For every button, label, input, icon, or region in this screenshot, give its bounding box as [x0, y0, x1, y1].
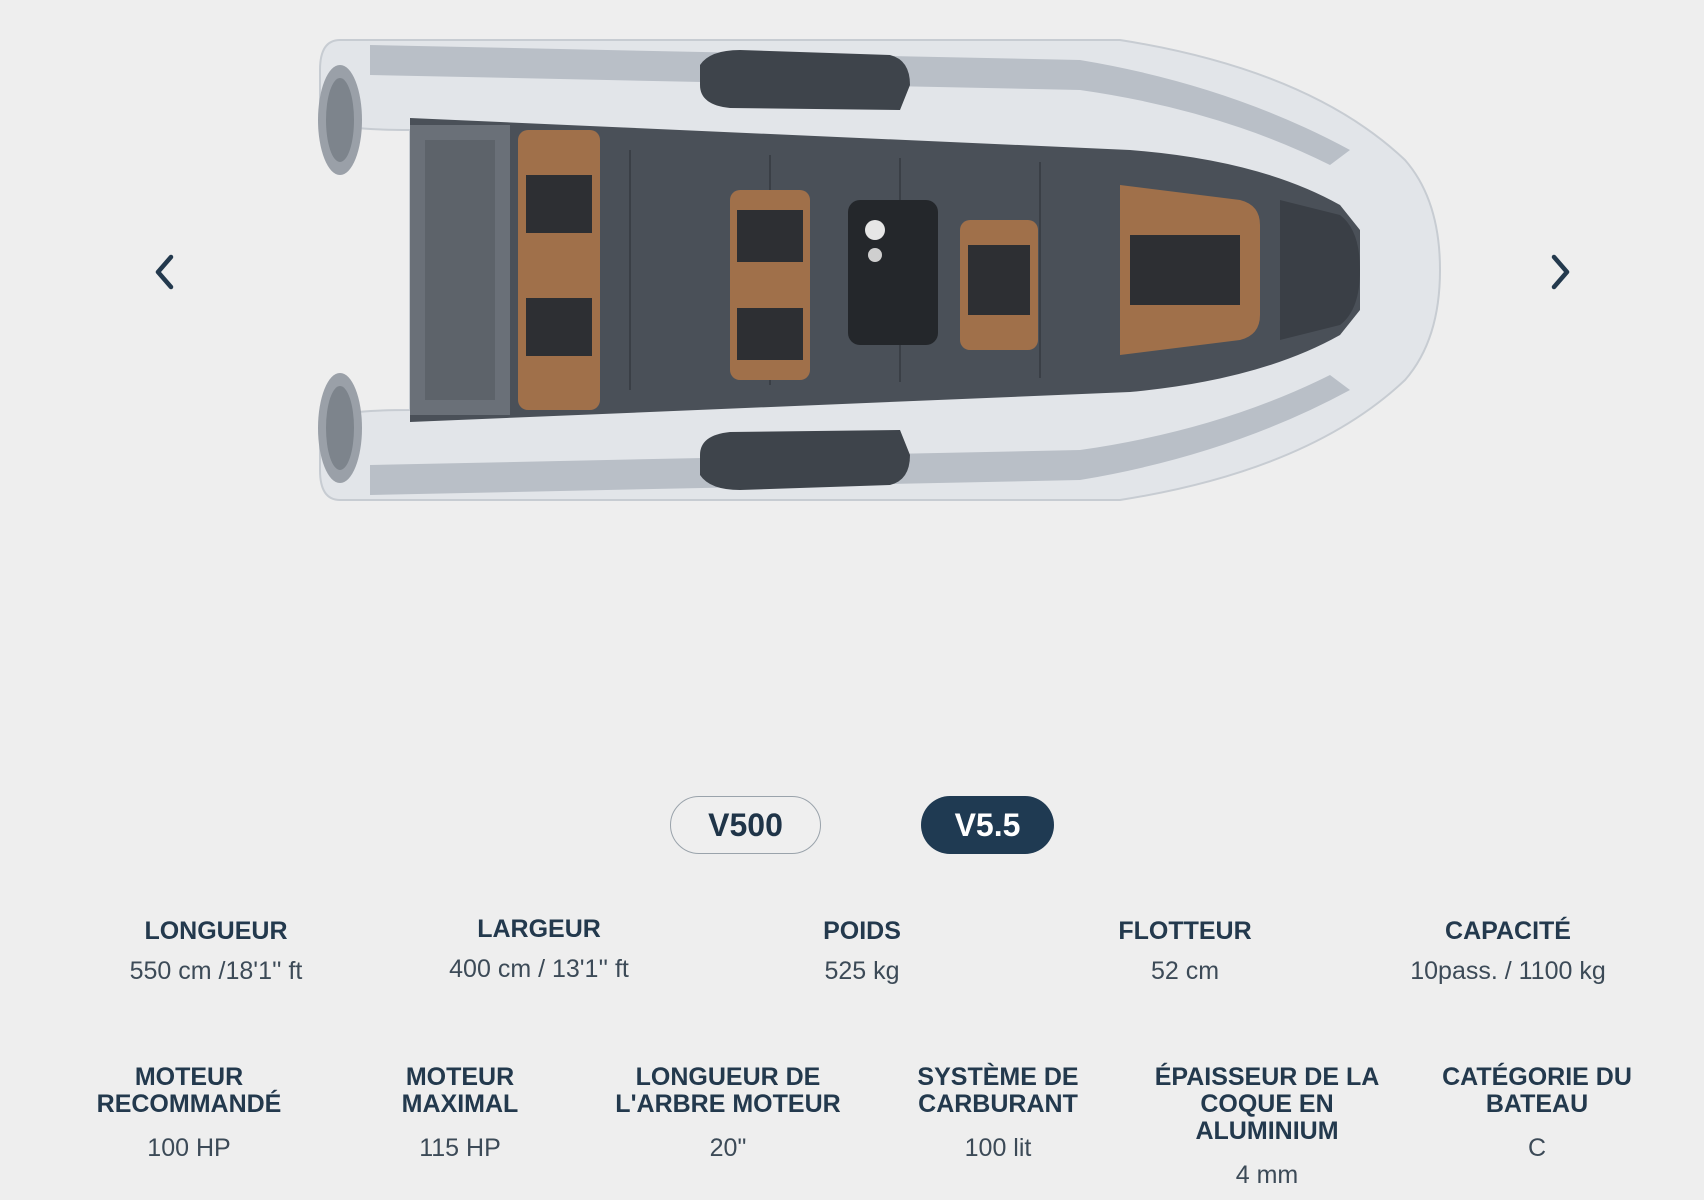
spec-value: 550 cm /18'1'' ft — [129, 957, 303, 985]
spec-moteur-maximal: MOTEUR MAXIMAL 115 HP — [380, 1063, 540, 1163]
spec-label: SYSTÈME DE CARBURANT — [917, 1063, 1079, 1118]
spec-value: 100 lit — [964, 1134, 1032, 1162]
spec-value: 400 cm / 13'1'' ft — [449, 955, 629, 983]
spec-label: POIDS — [823, 917, 901, 945]
spec-capacite: CAPACITÉ 10pass. / 1100 kg — [1378, 917, 1638, 986]
chevron-left-icon — [155, 254, 174, 290]
spec-label: FLOTTEUR — [1118, 917, 1252, 945]
boat-top-view-image — [318, 39, 1442, 501]
spec-flotteur: FLOTTEUR 52 cm — [1055, 917, 1315, 986]
spec-label: LONGUEUR — [144, 917, 288, 945]
spec-longueur: LONGUEUR 550 cm /18'1'' ft — [86, 917, 346, 986]
spec-systeme-carburant: SYSTÈME DE CARBURANT 100 lit — [893, 1063, 1103, 1163]
spec-categorie-bateau: CATÉGORIE DU BATEAU C — [1422, 1063, 1652, 1163]
spec-epaisseur-coque: ÉPAISSEUR DE LA COQUE EN ALUMINIUM 4 mm — [1130, 1063, 1404, 1190]
spec-label: LARGEUR — [477, 915, 601, 943]
spec-value: 115 HP — [419, 1134, 501, 1162]
spec-value: C — [1527, 1134, 1547, 1162]
spec-value: 10pass. / 1100 kg — [1410, 957, 1606, 985]
chevron-right-icon — [1551, 254, 1570, 290]
spec-label: MOTEUR RECOMMANDÉ — [96, 1063, 282, 1118]
model-switch: V500 V5.5 — [0, 796, 1704, 856]
spec-label: CAPACITÉ — [1445, 917, 1571, 945]
spec-poids: POIDS 525 kg — [732, 917, 992, 986]
spec-longueur-arbre: LONGUEUR DE L'ARBRE MOTEUR 20" — [596, 1063, 860, 1163]
carousel-next-button[interactable] — [1545, 250, 1575, 294]
model-v55-button[interactable]: V5.5 — [921, 796, 1054, 854]
spec-value: 100 HP — [147, 1134, 231, 1162]
boat-carousel — [0, 0, 1704, 560]
spec-label: MOTEUR MAXIMAL — [401, 1063, 519, 1118]
carousel-prev-button[interactable] — [150, 250, 180, 294]
spec-label: CATÉGORIE DU BATEAU — [1442, 1063, 1632, 1118]
spec-largeur: LARGEUR 400 cm / 13'1'' ft — [409, 915, 669, 984]
spec-label: ÉPAISSEUR DE LA COQUE EN ALUMINIUM — [1154, 1063, 1380, 1145]
spec-value: 525 kg — [824, 957, 900, 985]
spec-moteur-recommande: MOTEUR RECOMMANDÉ 100 HP — [59, 1063, 319, 1163]
spec-value: 4 mm — [1235, 1161, 1299, 1189]
spec-value: 20" — [709, 1134, 747, 1162]
model-v500-button[interactable]: V500 — [670, 796, 821, 854]
spec-label: LONGUEUR DE L'ARBRE MOTEUR — [615, 1063, 841, 1118]
spec-value: 52 cm — [1150, 957, 1220, 985]
